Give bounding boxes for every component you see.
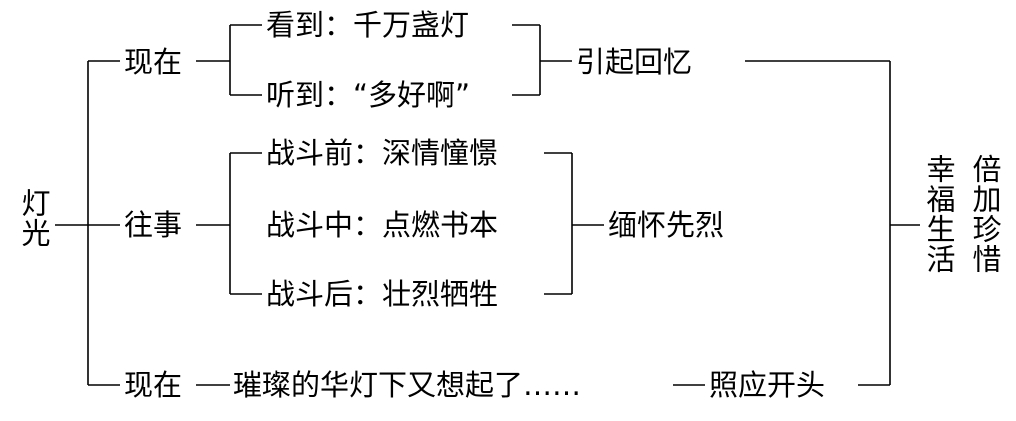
conclusion-column-1: 幸福生活 xyxy=(922,154,956,274)
branch-past: 往事 xyxy=(124,208,183,242)
now-result: 引起回忆 xyxy=(576,45,693,79)
now-hear: 听到：“多好啊” xyxy=(266,78,471,112)
now-see: 看到：千万盏灯 xyxy=(266,8,470,42)
past-before: 战斗前：深情憧憬 xyxy=(266,136,499,170)
branch-now-ending: 现在 xyxy=(124,368,183,402)
branch-now: 现在 xyxy=(124,45,183,79)
past-during: 战斗中：点燃书本 xyxy=(266,208,499,242)
conclusion-column-2: 倍加珍惜 xyxy=(968,154,1002,274)
ending-scene: 璀璨的华灯下又想起了…… xyxy=(233,368,582,402)
root-label: 灯光 xyxy=(17,188,51,248)
ending-result: 照应开头 xyxy=(709,368,826,402)
past-result: 缅怀先烈 xyxy=(608,208,725,242)
past-after: 战斗后：壮烈牺牲 xyxy=(266,277,499,311)
